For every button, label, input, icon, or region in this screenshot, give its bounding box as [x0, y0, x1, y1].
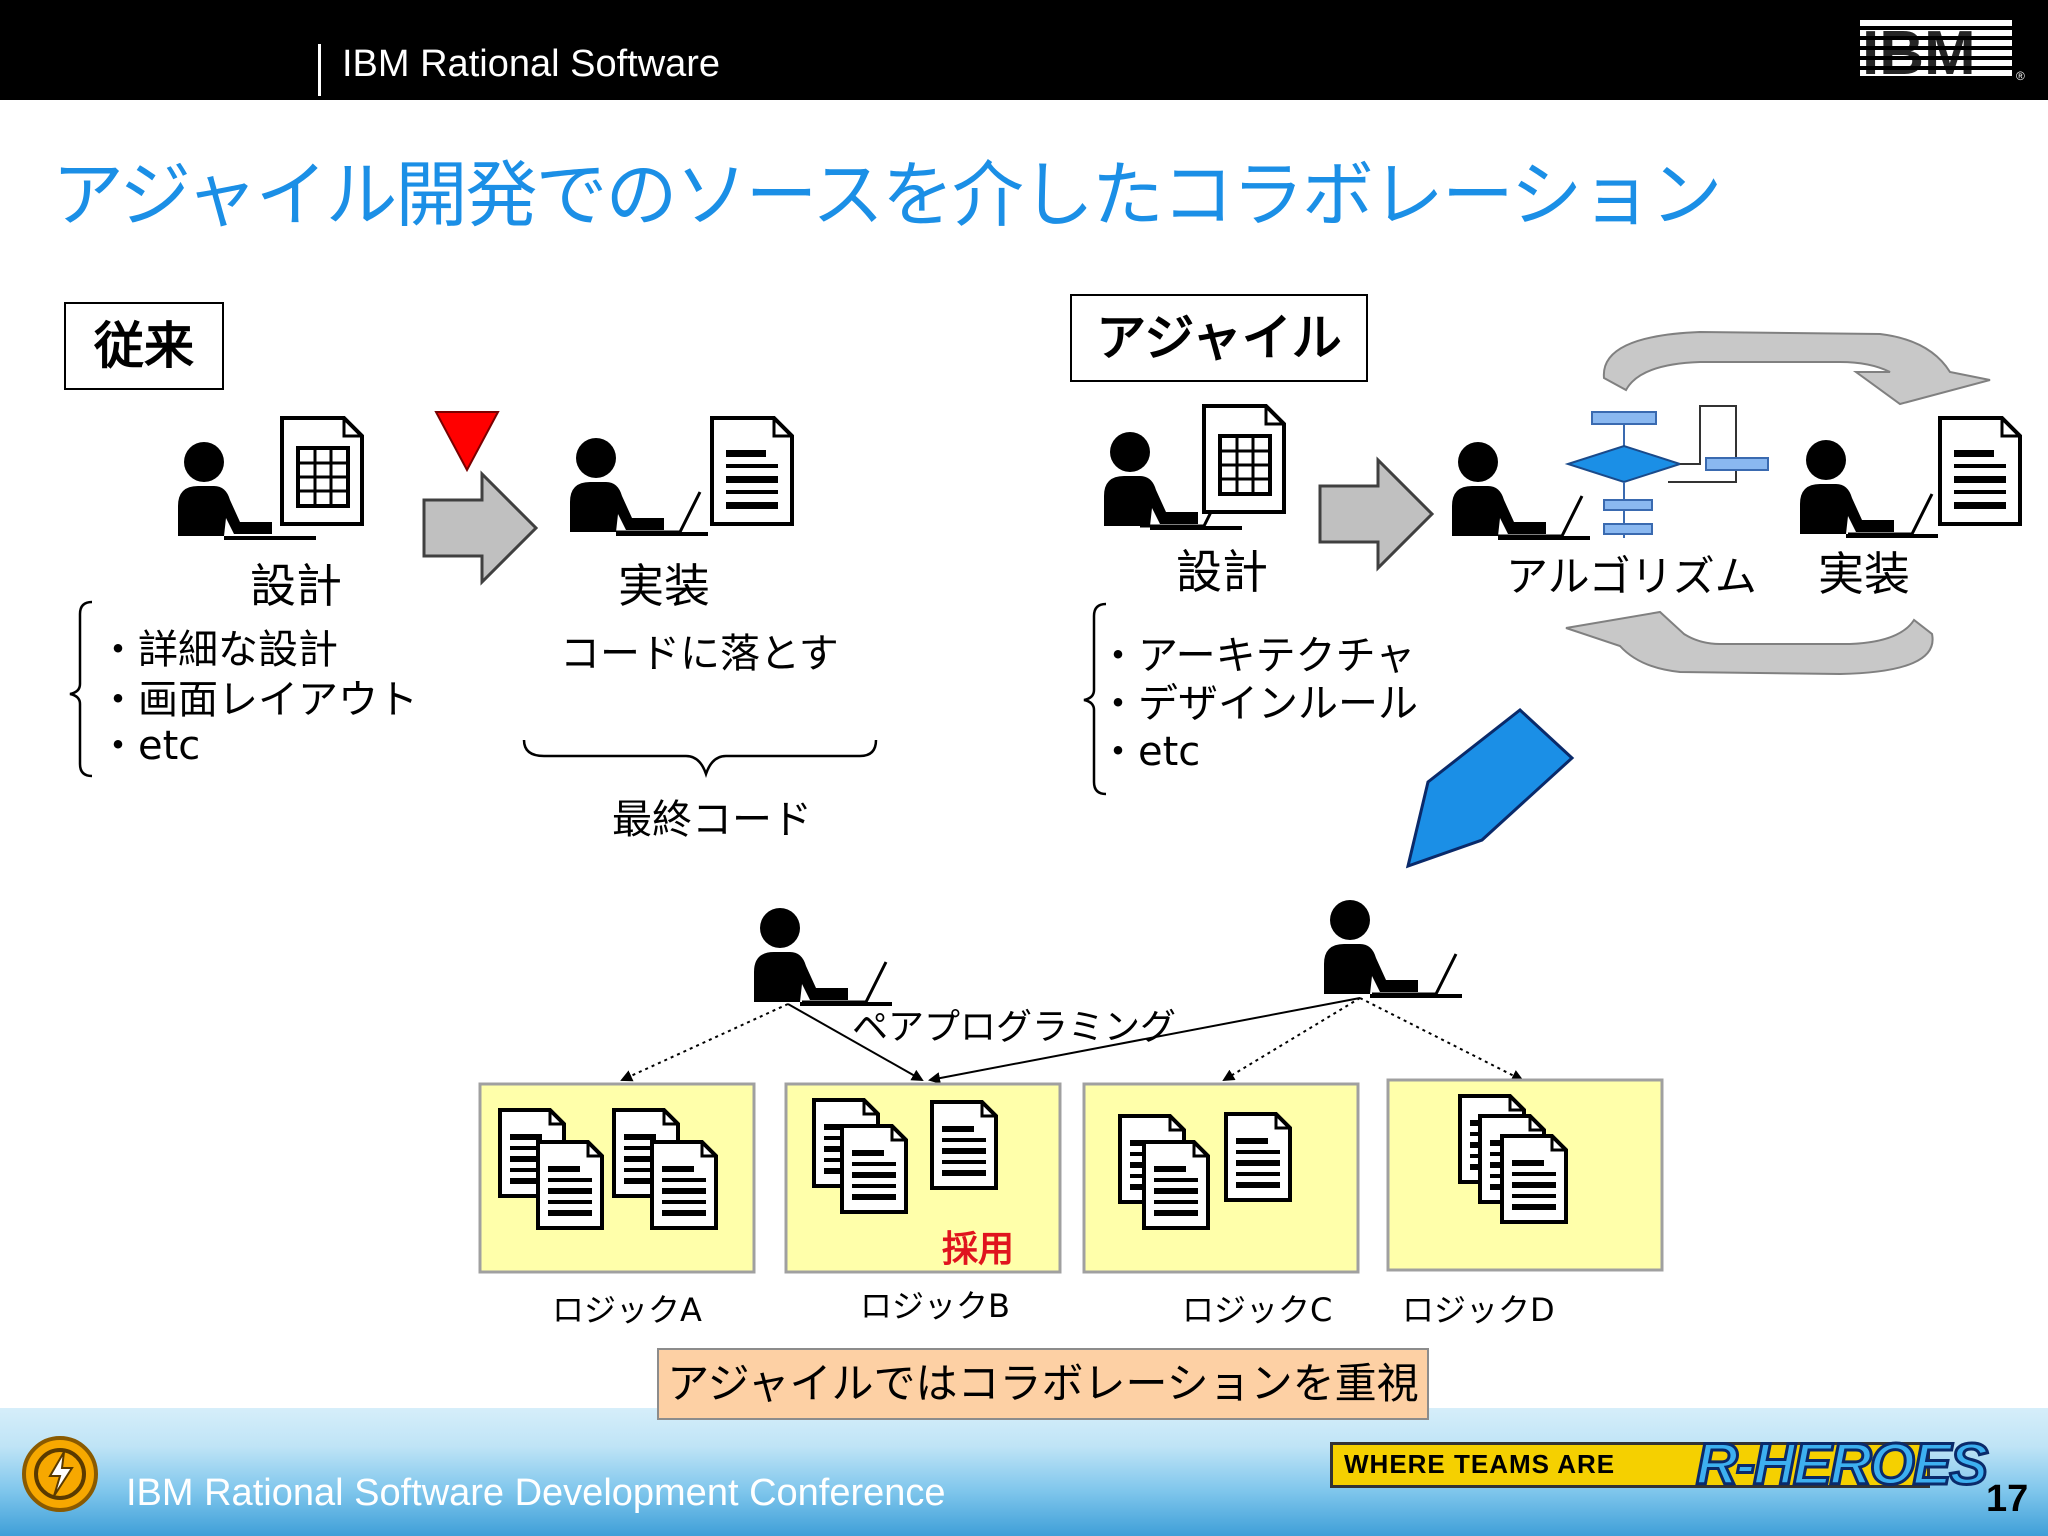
traditional-label: 従来 [64, 302, 224, 390]
pen-pointer-icon [1405, 708, 1575, 869]
final-code-brace [522, 739, 878, 778]
agile-impl-doc-icon [1938, 416, 2022, 526]
trad-bullet-1: ・詳細な設計 [98, 627, 338, 673]
logic-b-label: ロジックB [860, 1287, 1010, 1325]
adopted-badge: 採用 [942, 1229, 1015, 1270]
agile-implementer-icon [1800, 440, 1938, 538]
algorithm-label: アルゴリズム [1506, 552, 1757, 601]
logic-a-label: ロジックA [552, 1291, 702, 1329]
pair-person-right-icon [1324, 900, 1462, 998]
page-number: 17 [1986, 1478, 2029, 1520]
trad-bracket [69, 600, 93, 778]
pair-person-left-icon [754, 908, 892, 1006]
flowchart-icon [1564, 405, 1769, 538]
conference-badge-icon [22, 1436, 98, 1512]
r-heroes-banner: WHERE TEAMS ARE R-HEROES [1330, 1430, 1990, 1502]
final-code-label: 最終コード [612, 797, 812, 843]
banner-text: WHERE TEAMS ARE [1344, 1449, 1616, 1479]
trad-bullet-2: ・画面レイアウト [98, 677, 418, 723]
algorithm-person-icon [1452, 442, 1590, 540]
agile-bullet-3: ・etc [1098, 729, 1201, 775]
header-bar [0, 0, 2048, 100]
agile-design-label: 設計 [1176, 545, 1268, 599]
agile-bullet-2: ・デザインルール [1098, 681, 1418, 727]
red-marker-icon [434, 411, 500, 473]
cycle-arrow-top-icon [1602, 330, 1991, 406]
banner-strip [1330, 1442, 1930, 1488]
cycle-arrow-bottom-icon [1565, 610, 1934, 676]
logic-d-label: ロジックD [1402, 1291, 1555, 1329]
trad-implementer-icon [570, 438, 708, 536]
trad-impl-doc-icon [710, 416, 794, 526]
conclusion-box: アジャイルではコラボレーションを重視 [657, 1348, 1429, 1420]
svg-text:®: ® [2016, 69, 2025, 83]
agile-label: アジャイル [1070, 294, 1368, 382]
agile-design-doc-icon [1202, 404, 1286, 514]
trad-bullet-3: ・etc [98, 723, 201, 769]
agile-impl-label: 実装 [1818, 547, 1910, 601]
header-title: IBM Rational Software [342, 43, 721, 85]
link-left-to-logic-b [787, 1003, 924, 1081]
agile-bullet-1: ・アーキテクチャ [1098, 633, 1416, 679]
link-right-to-logic-d [1359, 997, 1524, 1081]
ibm-logo: IBM ® [1860, 19, 2025, 86]
trad-arrow-icon [422, 472, 538, 584]
pair-programming-label: ペアプログラミング [852, 1007, 1177, 1048]
link-left-to-logic-a [620, 1003, 789, 1082]
r-heroes-logo: R-HEROES [1694, 1431, 1989, 1499]
trad-impl-label: 実装 [618, 559, 710, 613]
logic-c-label: ロジックC [1182, 1291, 1333, 1329]
agile-bracket [1083, 602, 1107, 796]
footer-title: IBM Rational Software Development Confer… [126, 1472, 946, 1514]
trad-design-doc-icon [280, 416, 364, 526]
slide-title: アジャイル開発でのソースを介したコラボレーション [52, 153, 1722, 237]
svg-text:IBM: IBM [1862, 19, 1976, 86]
trad-design-label: 設計 [250, 559, 342, 613]
trad-impl-sub: コードに落とす [560, 631, 839, 677]
link-right-to-logic-c [1222, 997, 1361, 1082]
header-divider [318, 44, 321, 96]
link-right-to-logic-b [928, 997, 1361, 1085]
agile-arrow-icon [1318, 458, 1434, 570]
